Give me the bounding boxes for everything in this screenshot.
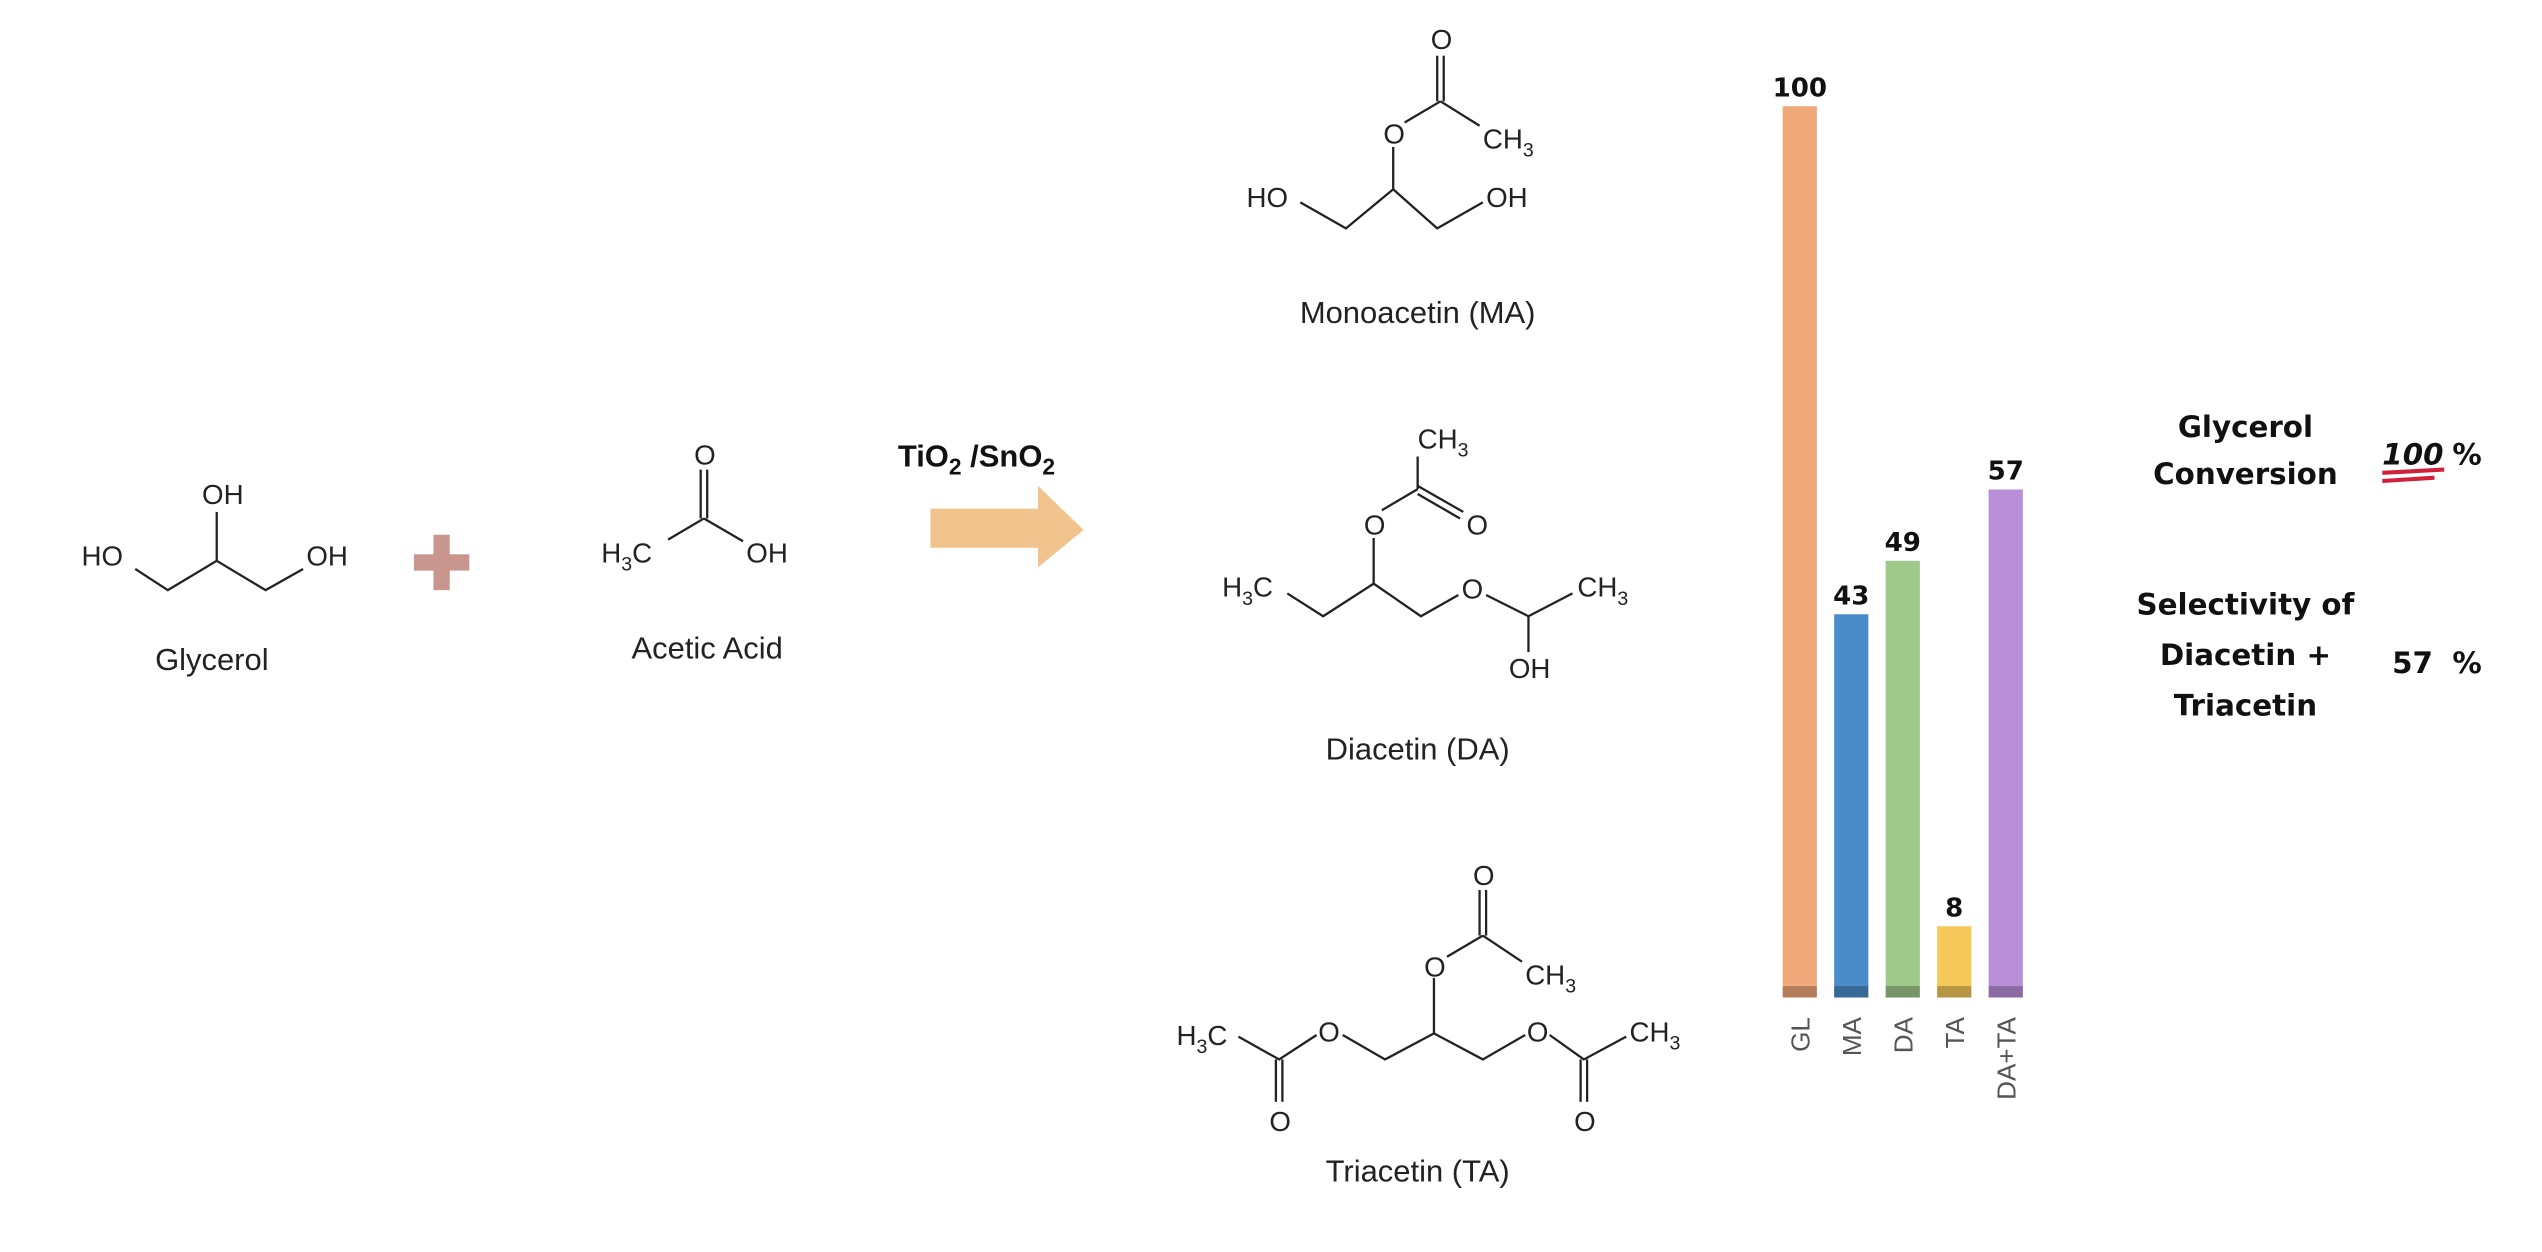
triacetin-structure: O O CH3 H3C O O O O CH3 Triacetin (TA) [1176, 860, 1680, 1189]
bar-base-shadow [1782, 986, 1817, 998]
atom-label: CH3 [1629, 1017, 1680, 1055]
atom-label: O [1424, 951, 1446, 982]
atom-label: OH [1486, 182, 1528, 213]
bar-da-ta [1988, 489, 2023, 998]
selectivity-value: 57 [2392, 646, 2433, 680]
conversion-value: 100 [2382, 438, 2443, 472]
glycerol-structure: HO OH OH Glycerol [81, 479, 347, 677]
conversion-label-line1: Glycerol [2178, 410, 2313, 444]
bar-base-shadow [1937, 986, 1972, 998]
conversion-summary: Glycerol Conversion 100 % [2153, 410, 2482, 491]
x-tick-label: DA [1889, 1016, 1919, 1053]
atom-label: HO [1247, 182, 1289, 213]
atom-label: OH [746, 537, 788, 568]
x-tick-label: GL [1786, 1017, 1816, 1052]
atom-label: O [1574, 1106, 1596, 1137]
acetic-acid-label: Acetic Acid [631, 631, 782, 666]
atom-label: CH3 [1525, 959, 1576, 997]
atom-label: OH [306, 541, 348, 572]
atom-label: O [694, 440, 716, 471]
glycerol-label: Glycerol [155, 642, 269, 677]
atom-label: CH3 [1483, 124, 1534, 162]
selectivity-label-line3: Triacetin [2174, 689, 2317, 723]
monoacetin-label: Monoacetin (MA) [1300, 295, 1536, 330]
atom-label: O [1318, 1017, 1340, 1048]
atom-label: H3C [601, 537, 652, 575]
acetic-acid-structure: O H3C OH Acetic Acid [601, 440, 788, 666]
x-tick-label: DA+TA [1992, 1016, 2022, 1099]
atom-label: O [1467, 510, 1489, 541]
bar-value-label: 43 [1833, 581, 1869, 611]
bar-base-shadow [1988, 986, 2023, 998]
atom-label: O [1473, 860, 1495, 891]
atom-label: HO [81, 541, 123, 572]
conversion-unit: % [2452, 438, 2481, 472]
bar-da [1885, 560, 1920, 998]
atom-label: CH3 [1577, 572, 1628, 610]
bar-value-label: 49 [1885, 528, 1921, 558]
atom-label: O [1527, 1017, 1549, 1048]
selectivity-summary: Selectivity of Diacetin + Triacetin 57 % [2137, 588, 2482, 723]
bar-value-label: 8 [1945, 893, 1963, 923]
catalyst-label: TiO2 /SnO2 [898, 438, 1055, 479]
plus-icon [413, 534, 470, 591]
x-tick-label: TA [1940, 1016, 1970, 1048]
reaction-arrow-icon [930, 485, 1084, 568]
bar-ma [1834, 614, 1869, 998]
atom-label: H3C [1176, 1020, 1227, 1058]
bar-ta [1937, 926, 1972, 998]
x-tick-label: MA [1837, 1016, 1867, 1056]
triacetin-label: Triacetin (TA) [1326, 1154, 1510, 1189]
diacetin-label: Diacetin (DA) [1326, 732, 1510, 767]
bar-value-label: 57 [1988, 457, 2024, 487]
selectivity-unit: % [2452, 646, 2481, 680]
atom-label: O [1462, 573, 1484, 604]
bar-base-shadow [1834, 986, 1869, 998]
atom-label: CH3 [1418, 423, 1469, 461]
selectivity-label-line1: Selectivity of [2137, 588, 2356, 622]
atom-label: H3C [1222, 572, 1273, 610]
atom-label: O [1431, 24, 1453, 55]
bar-gl [1782, 106, 1817, 998]
atom-label: OH [1509, 653, 1551, 684]
selectivity-label-line2: Diacetin + [2160, 638, 2331, 672]
monoacetin-structure: O O CH3 HO OH Monoacetin (MA) [1247, 24, 1536, 330]
atom-label: O [1269, 1106, 1291, 1137]
bar-base-shadow [1885, 986, 1920, 998]
atom-label: OH [202, 479, 244, 510]
conversion-label-line2: Conversion [2153, 457, 2338, 491]
atom-label: O [1364, 510, 1386, 541]
bar-value-label: 100 [1773, 73, 1827, 103]
atom-label: O [1383, 119, 1405, 150]
diacetin-structure: CH3 O O H3C O CH3 OH Diacetin (DA) [1222, 423, 1628, 766]
